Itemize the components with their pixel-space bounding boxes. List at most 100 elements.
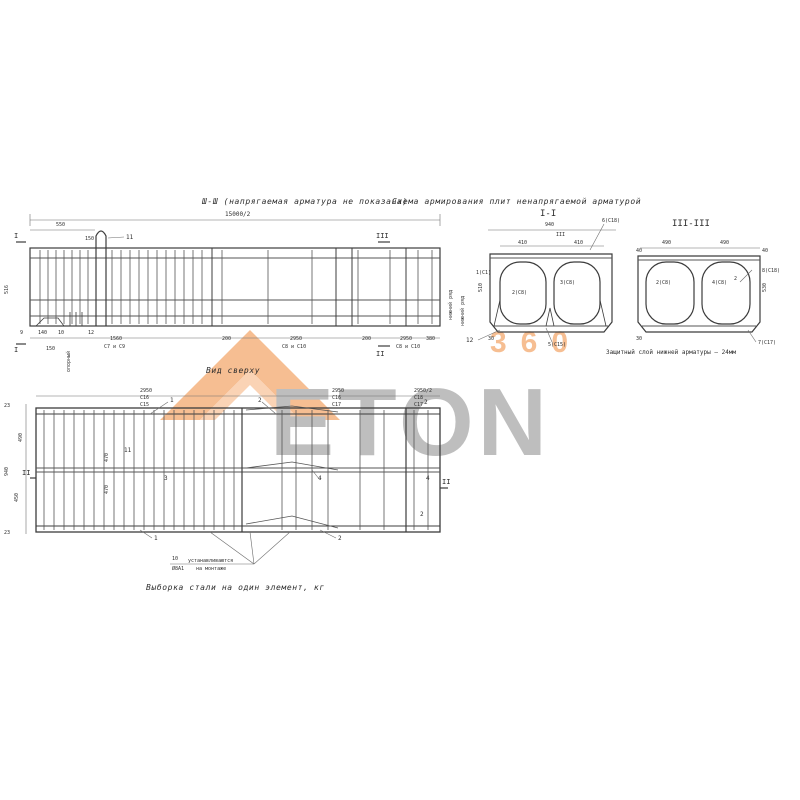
section-1-half-right: 410 xyxy=(574,240,583,246)
reinforcement-title: Схема армирования плит ненапрягаемой арм… xyxy=(392,197,641,206)
section-1-label-30: 30 xyxy=(488,336,494,342)
plan-callout-2c: 2 xyxy=(424,399,428,406)
plan-callout-3: 3 xyxy=(164,475,168,482)
plan-top-label-1: С15 xyxy=(140,402,149,408)
plan-callout-2b: 2 xyxy=(420,511,424,518)
section-3-bottom-dim-1: 1560 xyxy=(110,336,122,342)
section-1-label-c15: 5(С15) xyxy=(548,342,566,348)
plan-callout-2a: 2 xyxy=(258,397,262,404)
section-3-elevation: Ш-Ш (напрягаемая арматура не показана) 1… xyxy=(4,197,454,372)
plan-top-dim-2: 2950/2 xyxy=(414,388,432,394)
plan-callout-1a: 1 xyxy=(170,397,174,404)
plan-top-dim-0: 2950 xyxy=(140,388,152,394)
plan-top-label-5: С17 xyxy=(414,402,423,408)
section-3-right-note: нижний ряд xyxy=(448,290,454,320)
protective-layer-note: Защитный слой нижней арматуры — 24мм xyxy=(606,349,736,356)
steel-table-title: Выборка стали на один элемент, кг xyxy=(146,582,325,592)
section-3-height-dim: 516 xyxy=(4,285,10,294)
section-3-small-9: 9 xyxy=(20,330,23,336)
plan-left-dim-4: 23 xyxy=(4,530,10,536)
section-3-cut-left-top: I xyxy=(14,232,18,240)
section-1-label-c1: 1(С1) xyxy=(476,270,491,276)
section-1-label-iii: III xyxy=(556,232,565,238)
section-3-bottom-dim-3: 2950 xyxy=(290,336,302,342)
section-2-label-c18: 8(С18) xyxy=(762,268,780,274)
section-2-half-left: 490 xyxy=(662,240,671,246)
section-3-small-10: 10 xyxy=(58,330,64,336)
section-2-half-right: 490 xyxy=(720,240,729,246)
section-2-void-left xyxy=(645,261,695,325)
plan-callout-2d: 2 xyxy=(338,535,342,542)
section-2-label-c17: 7(С17) xyxy=(758,340,776,346)
watermark-sub: 360 xyxy=(490,326,582,359)
section-3-bottom-dim-5: 2950 xyxy=(400,336,412,342)
section-1-label-12: 12 xyxy=(466,337,474,344)
section-2-void-right xyxy=(701,261,751,325)
plan-top-label-4: С18 xyxy=(414,395,423,401)
section-3-sub-label-0: С7 и С9 xyxy=(104,344,125,350)
section-3-bottom-dim-2: 200 xyxy=(222,336,231,342)
section-3-small-140: 140 xyxy=(38,330,47,336)
plan-left-dim-2: 940 xyxy=(4,467,10,476)
section-1-half-left: 410 xyxy=(518,240,527,246)
section-3-stirrups xyxy=(39,250,433,324)
plan-view: Вид сверху 2950 2950 2950/2 С16 С15 С16 … xyxy=(4,366,450,572)
section-1-title: I-I xyxy=(540,209,556,219)
section-1-void-right xyxy=(553,261,601,325)
section-3-sub-label-2: С8 и С10 xyxy=(396,344,420,350)
section-3-small-12: 12 xyxy=(88,330,94,336)
plan-title: Вид сверху xyxy=(206,366,260,375)
lifting-loop xyxy=(95,230,107,326)
section-3-bottom-dim-0: 150 xyxy=(46,346,55,352)
section-3-cut-left-bottom: I xyxy=(14,346,18,354)
plan-note-top: устанавливаются xyxy=(188,558,233,564)
section-3-title: Ш-Ш (напрягаемая арматура не показана) xyxy=(201,197,408,206)
section-3-dim-150: 150 xyxy=(85,236,94,242)
section-1-label-c8a: 2(С8) xyxy=(512,290,527,296)
plan-callout-1b: 1 xyxy=(154,535,158,542)
section-3-bottom-dim-6: 380 xyxy=(426,336,435,342)
plan-transverse-bars xyxy=(43,410,429,530)
section-3-bottom-dim-4: 200 xyxy=(362,336,371,342)
section-3-sub-label-1: С8 и С10 xyxy=(282,344,306,350)
section-1-label-c18: 6(С18) xyxy=(602,218,620,224)
section-2-label-40a: 40 xyxy=(636,248,642,254)
section-2-label-2: 2 xyxy=(734,276,737,282)
plan-top-label-2: С16 xyxy=(332,395,341,401)
section-1-label-c8b: 3(С8) xyxy=(560,280,575,286)
section-3-pos-11: 11 xyxy=(126,234,134,241)
section-3-cut-right-top: III xyxy=(376,232,389,240)
plan-left-dim-3: 450 xyxy=(14,493,20,502)
plan-note-mid: Ø8А1 xyxy=(172,565,184,572)
section-1-height: 510 xyxy=(478,283,484,292)
section-1-cross: I-I 940 410 410 510 6(С18) III 1(С1) 2(С… xyxy=(460,209,620,348)
plan-top-dim-1: 2950 xyxy=(332,388,344,394)
section-2-label-40b: 40 xyxy=(762,248,768,254)
section-3-overall-dim: 15000/2 xyxy=(225,211,251,218)
section-2-label-30: 30 xyxy=(636,336,642,342)
plan-top-label-3: С17 xyxy=(332,402,341,408)
section-2-label-c8a: 2(С8) xyxy=(656,280,671,286)
plan-callout-4b: 4 xyxy=(426,475,430,482)
plan-note-bottom: на монтаже xyxy=(196,566,226,572)
plan-inner-dim-0: 470 xyxy=(104,453,110,462)
plan-left-dim-1: 490 xyxy=(18,433,24,442)
plan-cut-mark-left: II xyxy=(22,469,30,477)
section-3-cut-right-bottom: II xyxy=(376,350,384,358)
plan-left-dim-0: 23 xyxy=(4,403,10,409)
section-1-void-left xyxy=(499,261,547,325)
plan-top-label-0: С16 xyxy=(140,395,149,401)
section-2-height: 530 xyxy=(762,283,768,292)
section-2-label-c8b: 4(С8) xyxy=(712,280,727,286)
plan-cut-mark-right: II xyxy=(442,478,450,486)
section-2-title: III-III xyxy=(672,219,710,229)
plan-callout-11: 11 xyxy=(124,447,132,454)
section-3-vertical-note: опорный xyxy=(66,351,72,372)
plan-callout-4a: 4 xyxy=(318,475,322,482)
section-1-side-note: нижний ряд xyxy=(460,296,466,326)
section-3-cross: III-III 490 490 530 8(С18) 2(С8) 4(С8) 2… xyxy=(636,219,780,346)
watermark: ETON 360 xyxy=(160,326,582,476)
section-3-dim-550: 550 xyxy=(56,222,65,228)
plan-inner-dim-1: 470 xyxy=(104,485,110,494)
